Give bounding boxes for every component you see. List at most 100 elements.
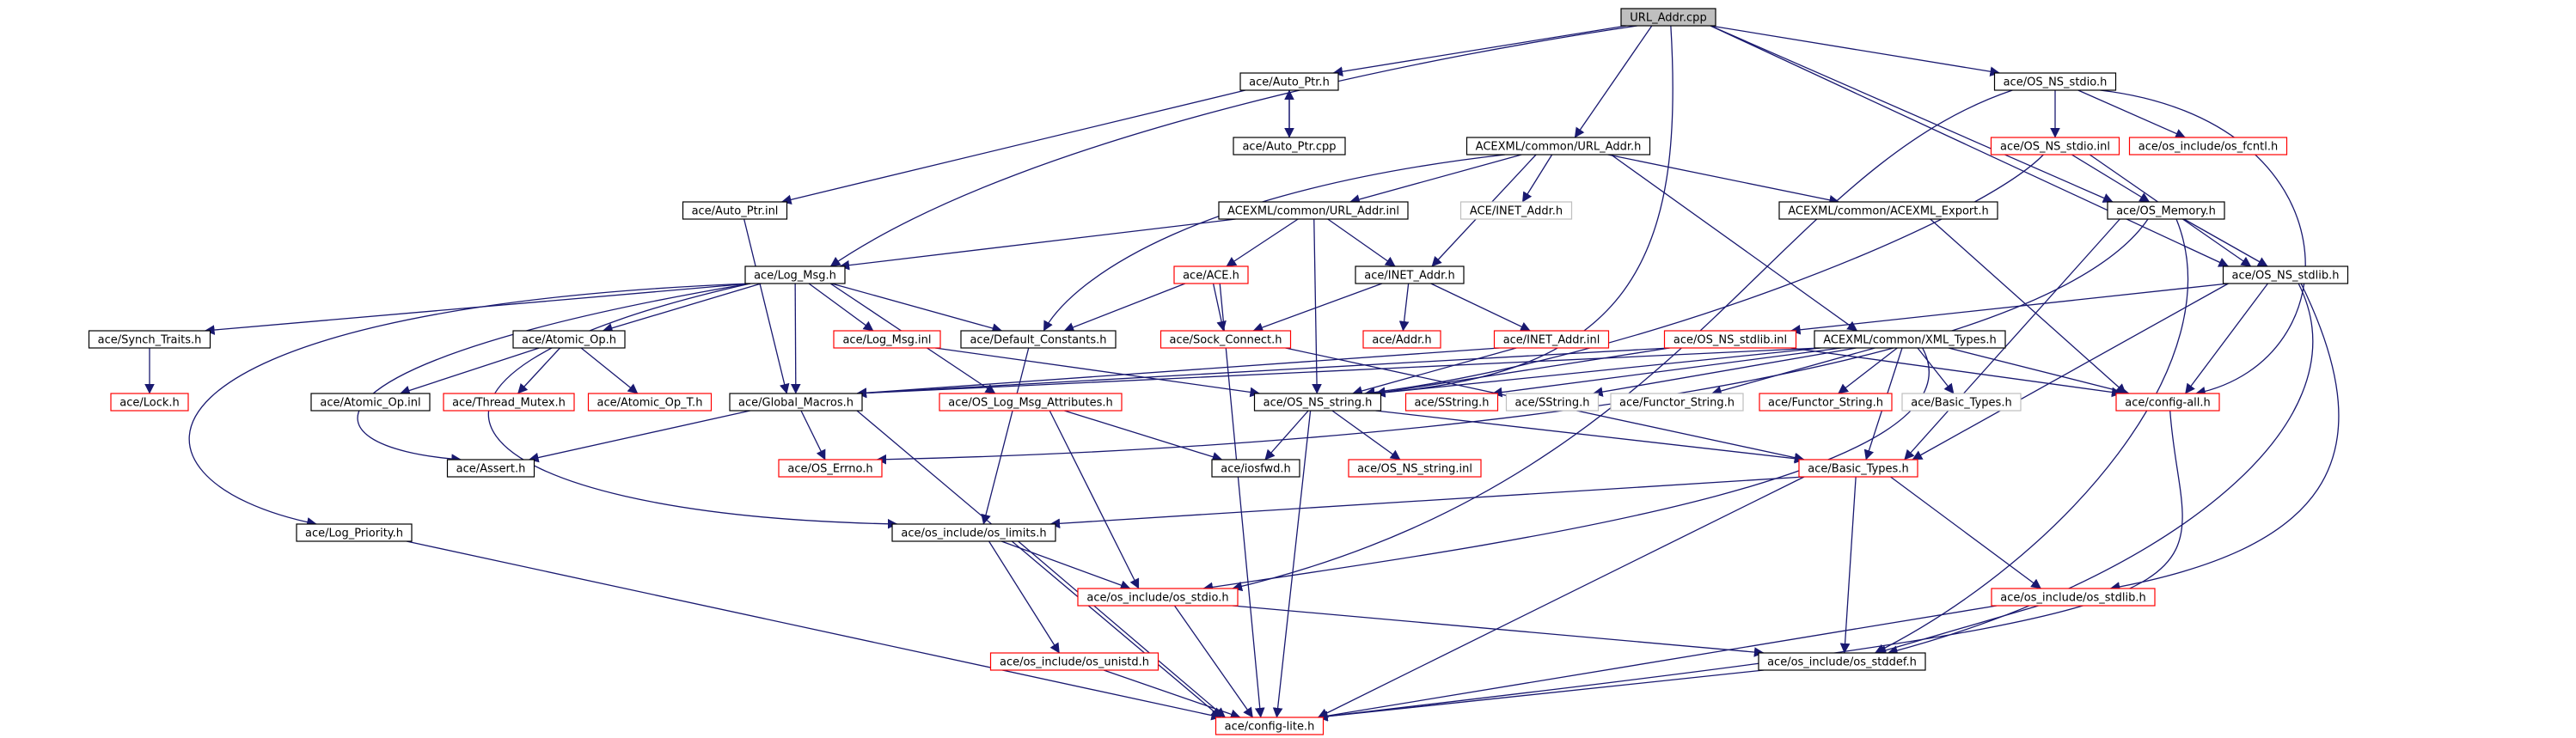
node-box [1993,72,2117,91]
graph-node-acexml-url-addr-h[interactable]: ACEXML/common/URL_Addr.h [1465,137,1651,156]
node-box [682,201,788,220]
graph-node-os-ns-string-inl[interactable]: ace/OS_NS_string.inl [1348,459,1482,478]
node-label: ace/OS_Errno.h [787,463,872,476]
graph-node-os-ns-string-h[interactable]: ace/OS_NS_string.h [1253,393,1382,412]
graph-node-inet-addr-inl[interactable]: ace/INET_Addr.inl [1493,330,1610,349]
graph-node-os-stdlib[interactable]: ace/os_include/os_stdlib.h [1991,588,2156,607]
node-box [1798,459,1918,478]
include-edge [1912,283,2229,460]
node-box [1758,652,1926,671]
graph-node-inet-addr-h-grey[interactable]: ACE/INET_Addr.h [1459,201,1573,220]
graph-node-log-msg-h[interactable]: ace/Log_Msg.h [744,265,846,284]
node-label: ace/OS_NS_stdio.inl [2000,141,2110,154]
graph-node-os-log-msg-attr[interactable]: ace/OS_Log_Msg_Attributes.h [939,393,1123,412]
graph-node-log-msg-inl[interactable]: ace/Log_Msg.inl [833,330,941,349]
graph-node-addr-h[interactable]: ace/Addr.h [1362,330,1441,349]
include-edge [1212,283,1227,332]
node-label: ace/Basic_Types.h [1911,397,2011,410]
graph-node-acexml-xml-types[interactable]: ACEXML/common/XML_Types.h [1814,330,2006,349]
graph-node-os-ns-stdlib-h[interactable]: ace/OS_NS_stdlib.h [2222,265,2349,284]
node-box [88,330,211,349]
node-label: ace/OS_NS_stdlib.inl [1673,334,1787,347]
graph-node-synch-traits[interactable]: ace/Synch_Traits.h [88,330,211,349]
include-edge [1317,476,1805,718]
include-edge [1375,410,1805,464]
node-box [1215,717,1325,735]
graph-node-thread-mutex[interactable]: ace/Thread_Mutex.h [443,393,575,412]
graph-node-os-stddef[interactable]: ace/os_include/os_stddef.h [1758,652,1926,671]
include-edge [1374,347,1821,398]
graph-node-lock-h[interactable]: ace/Lock.h [110,393,189,412]
graph-node-functor-string-grey[interactable]: ace/Functor_String.h [1610,393,1744,412]
graph-node-default-constants[interactable]: ace/Default_Constants.h [960,330,1117,349]
graph-node-sock-connect[interactable]: ace/Sock_Connect.h [1160,330,1292,349]
include-edge [487,283,898,529]
graph-node-os-ns-stdio-inl[interactable]: ace/OS_NS_stdio.inl [1990,137,2120,156]
include-edge [528,410,750,463]
node-label: ACE/INET_Addr.h [1470,205,1563,218]
include-edge [400,347,540,396]
graph-node-sstring-red[interactable]: ace/SString.h [1404,393,1499,412]
graph-node-os-limits[interactable]: ace/os_include/os_limits.h [891,523,1056,542]
graph-node-log-priority[interactable]: ace/Log_Priority.h [296,523,413,542]
graph-node-global-macros[interactable]: ace/Global_Macros.h [729,393,863,412]
include-edge [1049,476,1805,529]
include-edge [1430,283,1531,332]
graph-node-os-ns-stdlib-inl[interactable]: ace/OS_NS_stdlib.inl [1663,330,1797,349]
graph-node-os-unistd[interactable]: ace/os_include/os_unistd.h [989,652,1160,671]
include-edge [800,410,826,460]
graph-node-sstring-grey[interactable]: ace/SString.h [1505,393,1600,412]
include-edge [1521,154,1553,203]
node-box [1404,393,1499,412]
graph-node-inet-addr-h[interactable]: ace/INET_Addr.h [1355,265,1465,284]
graph-node-assert-h[interactable]: ace/Assert.h [446,459,535,478]
graph-node-acexml-export[interactable]: ACEXML/common/ACEXML_Export.h [1778,201,1998,220]
node-box [1077,588,1239,607]
graph-node-ace-h[interactable]: ace/ACE.h [1173,265,1249,284]
node-label: ace/Log_Msg.h [754,270,836,283]
include-edge [790,283,801,394]
node-label: ace/Log_Priority.h [305,528,403,540]
graph-node-auto-ptr-cpp[interactable]: ace/Auto_Ptr.cpp [1233,137,1346,156]
graph-node-os-ns-stdio-h[interactable]: ace/OS_NS_stdio.h [1993,72,2117,91]
include-edge [1607,154,1839,205]
include-edge [1264,410,1309,460]
node-label: ace/Global_Macros.h [738,397,854,410]
include-edge [1043,154,1506,332]
include-edge [1790,347,2122,398]
graph-node-functor-string-red[interactable]: ace/Functor_String.h [1759,393,1893,412]
node-label: ace/SString.h [1515,397,1590,410]
graph-node-root[interactable]: URL_Addr.cpp [1620,8,1716,27]
graph-node-config-lite[interactable]: ace/config-lite.h [1215,717,1325,735]
graph-node-os-memory[interactable]: ace/OS_Memory.h [2107,201,2225,220]
include-edge [1049,410,1140,589]
include-edge [1875,218,2189,654]
node-label: ace/Atomic_Op.inl [320,397,420,410]
include-edge [1226,218,1299,267]
graph-node-atomic-op-t[interactable]: ace/Atomic_Op_T.h [587,393,713,412]
graph-node-os-fcntl[interactable]: ace/os_include/os_fcntl.h [2128,137,2288,156]
node-box [1362,330,1441,349]
graph-node-os-errno[interactable]: ace/OS_Errno.h [778,459,883,478]
node-label: ace/Addr.h [1372,334,1431,347]
graph-node-auto-ptr-inl[interactable]: ace/Auto_Ptr.inl [682,201,788,220]
graph-node-iosfwd[interactable]: ace/iosfwd.h [1211,459,1300,478]
include-edge [808,283,874,332]
node-label: ace/Log_Msg.inl [842,334,931,347]
node-label: ace/Basic_Types.h [1808,463,1908,476]
graph-node-config-all[interactable]: ace/config-all.h [2115,393,2220,412]
edge-layer [144,25,2340,722]
graph-node-atomic-op-inl[interactable]: ace/Atomic_Op.inl [310,393,431,412]
graph-node-os-stdio[interactable]: ace/os_include/os_stdio.h [1077,588,1239,607]
include-edge [357,283,751,464]
include-edge [1948,347,2130,396]
graph-node-atomic-op-h[interactable]: ace/Atomic_Op.h [512,330,626,349]
node-label: ace/iosfwd.h [1221,463,1290,476]
graph-node-basic-types-red[interactable]: ace/Basic_Types.h [1798,459,1918,478]
graph-node-basic-types-grey[interactable]: ace/Basic_Types.h [1901,393,2022,412]
node-label: ace/config-all.h [2125,397,2211,410]
graph-node-acexml-url-addr-inl[interactable]: ACEXML/common/URL_Addr.inl [1218,201,1409,220]
graph-node-auto-ptr-h[interactable]: ace/Auto_Ptr.h [1239,72,1339,91]
node-box [1901,393,2022,412]
node-label: ace/os_include/os_stddef.h [1767,656,1917,669]
